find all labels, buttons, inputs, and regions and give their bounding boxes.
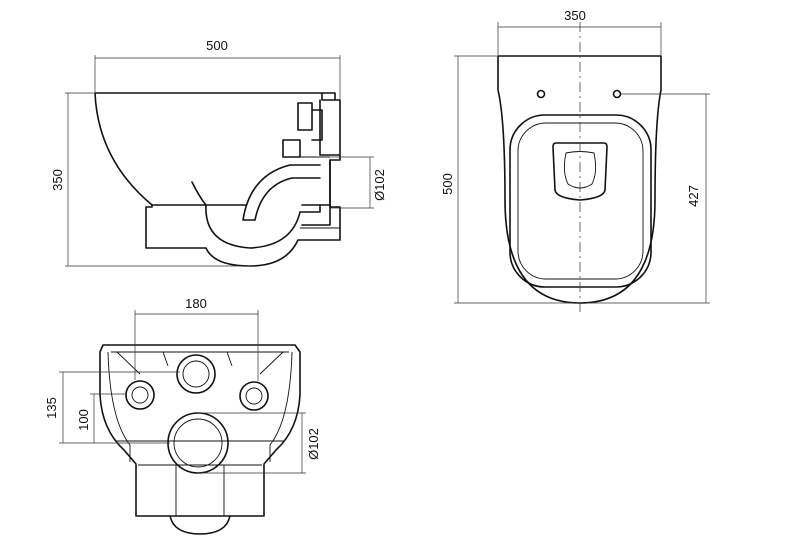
top-dim-depth-label: 500 [440, 173, 455, 195]
side-view-body-outline [94, 92, 341, 267]
rear-dim-outer-height-label: 135 [44, 397, 59, 419]
rear-view-outlet-outer [167, 412, 229, 474]
rear-view-right-hole-outer [239, 381, 269, 411]
side-view: 500 350 Ø102 [50, 38, 387, 267]
top-view: 350 500 427 [440, 8, 710, 312]
rear-view: 180 135 100 Ø102 [44, 296, 321, 535]
side-dim-height-label: 350 [50, 169, 65, 191]
side-dim-width-label: 500 [206, 38, 228, 53]
rear-view-outlet-inner [173, 418, 223, 468]
rear-dim-inner-height-label: 100 [76, 409, 91, 431]
side-dim-outlet-label: Ø102 [372, 169, 387, 201]
top-view-fixing-hole-left [536, 89, 546, 99]
rear-view-ribs [116, 351, 284, 375]
rear-view-base-bowl [169, 515, 231, 535]
top-dim-bowl-label: 427 [686, 185, 701, 207]
rear-view-center-hole-inner [182, 360, 210, 388]
side-view-trap [242, 164, 321, 221]
rear-view-center-hole-outer [176, 354, 216, 394]
rear-view-body-inner [107, 351, 293, 516]
top-view-drain-outer [552, 142, 608, 201]
rear-dim-outlet-label: Ø102 [306, 428, 321, 460]
rear-view-left-hole-outer [125, 380, 155, 410]
top-dim-width-label: 350 [564, 8, 586, 23]
top-view-bowl-inner [517, 122, 644, 280]
top-view-drain-inner [563, 151, 597, 189]
rear-view-right-hole-inner [245, 387, 263, 405]
rear-dim-spacing-label: 180 [185, 296, 207, 311]
rear-view-left-hole-inner [131, 386, 149, 404]
side-view-pipe-inner [292, 156, 340, 229]
top-view-bowl-rim [509, 114, 652, 288]
top-view-fixing-hole-right [612, 89, 622, 99]
side-view-bowl-inner [191, 181, 321, 249]
rear-view-body-outline [99, 344, 301, 517]
